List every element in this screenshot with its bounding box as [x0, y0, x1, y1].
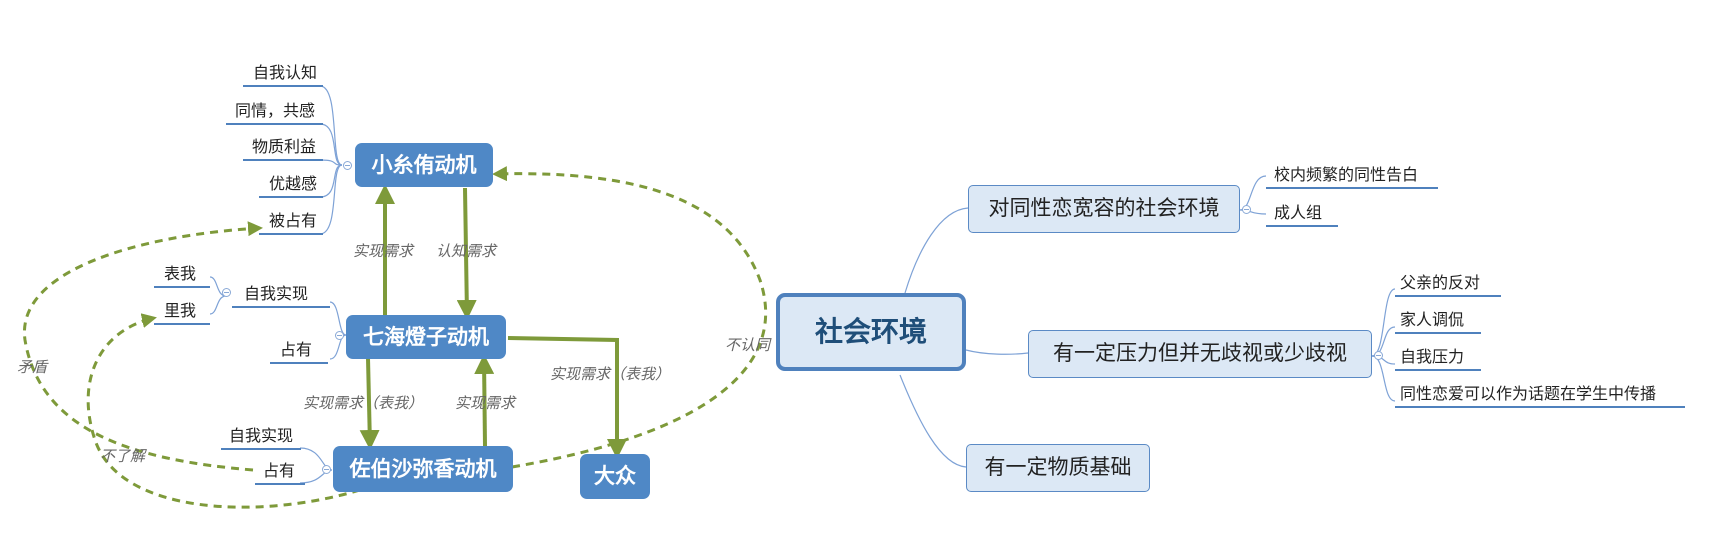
- leaf-campus-confessions[interactable]: 校内频繁的同性告白: [1266, 163, 1438, 189]
- leaf-possession-saeki[interactable]: 占有: [255, 459, 305, 485]
- collapse-toggle-icon[interactable]: [1242, 205, 1251, 214]
- leaf-inner-self[interactable]: 里我: [154, 299, 210, 325]
- collapse-toggle-icon[interactable]: [222, 288, 231, 297]
- leaf-adult-group[interactable]: 成人组: [1266, 201, 1338, 227]
- branch-pressure-no-discrimination[interactable]: 有一定压力但并无歧视或少歧视: [1028, 330, 1372, 378]
- edge-label-cognitive-need: 认知需求: [436, 242, 497, 260]
- leaf-self-realization-saeki[interactable]: 自我实现: [221, 424, 301, 450]
- leaf-being-possessed[interactable]: 被占有: [259, 209, 323, 235]
- leaf-self-cognition[interactable]: 自我认知: [243, 61, 323, 87]
- arrow-contradiction: [23, 221, 263, 472]
- node-public[interactable]: 大众: [580, 454, 650, 499]
- node-xiao-motive[interactable]: 小糸侑动机: [355, 143, 493, 187]
- arrow-cognitive-need: [456, 187, 477, 320]
- leaf-topic-spread[interactable]: 同性恋爱可以作为话题在学生中传播: [1395, 382, 1685, 408]
- leaf-superiority[interactable]: 优越感: [259, 172, 323, 198]
- leaf-sympathy[interactable]: 同情，共感: [226, 99, 323, 125]
- branch-tolerant-environment[interactable]: 对同性恋宽容的社会环境: [968, 185, 1240, 233]
- collapse-toggle-icon[interactable]: [1374, 351, 1383, 360]
- leaf-possession-nanami[interactable]: 占有: [270, 338, 328, 364]
- collapse-toggle-icon[interactable]: [343, 161, 352, 170]
- edge-label-contradiction: 矛盾: [17, 358, 48, 376]
- leaf-father-opposition[interactable]: 父亲的反对: [1395, 271, 1501, 297]
- edge-label-disapprove: 不认同: [725, 336, 771, 354]
- arrow-disapprove: [492, 166, 767, 469]
- edge-label-realize-need-b: 实现需求: [455, 394, 516, 412]
- edge-label-realize-surface-b: 实现需求（表我）: [550, 365, 671, 383]
- node-saeki-motive[interactable]: 佐伯沙弥香动机: [333, 446, 513, 492]
- leaf-surface-self[interactable]: 表我: [154, 262, 210, 288]
- leaf-material-interest[interactable]: 物质利益: [243, 135, 323, 161]
- central-topic[interactable]: 社会环境: [776, 293, 966, 371]
- branch-material-basis[interactable]: 有一定物质基础: [966, 444, 1150, 492]
- leaf-family-teasing[interactable]: 家人调侃: [1395, 308, 1481, 334]
- edge-label-not-understand: 不了解: [100, 447, 146, 465]
- branch-connector: [965, 349, 1029, 355]
- leaf-self-realization-nanami[interactable]: 自我实现: [232, 282, 330, 308]
- leaf-self-pressure[interactable]: 自我压力: [1395, 345, 1481, 371]
- arrow-realize-surface-b: [507, 336, 627, 459]
- edge-label-realize-need: 实现需求: [353, 242, 414, 260]
- arrow-not-understand: [86, 313, 361, 509]
- arrow-realize-need-b: [474, 354, 495, 447]
- edge-label-realize-surface-a: 实现需求（表我）: [303, 394, 424, 412]
- branch-connector: [899, 374, 967, 468]
- branch-connector: [904, 207, 969, 294]
- collapse-toggle-icon[interactable]: [322, 465, 331, 474]
- collapse-toggle-icon[interactable]: [335, 331, 344, 340]
- node-nanami-motive[interactable]: 七海燈子动机: [346, 315, 506, 359]
- arrow-realize-surface-a: [359, 357, 380, 450]
